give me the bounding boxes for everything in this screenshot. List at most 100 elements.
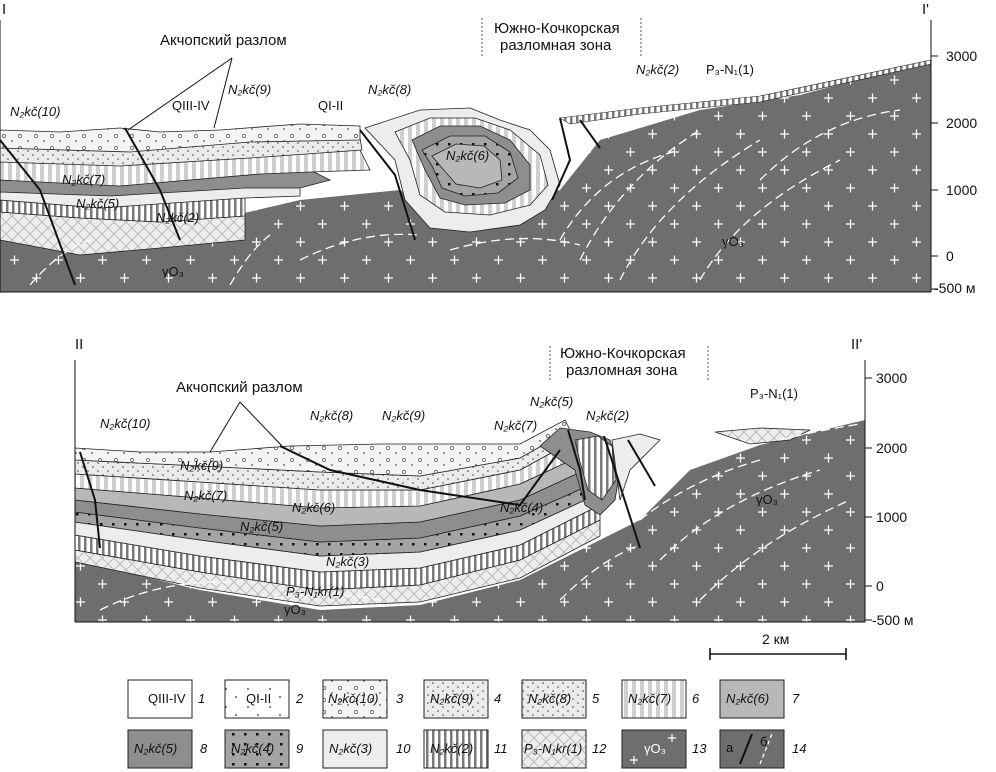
s1-label-kc2: N₂kč(2) [156,210,199,225]
svg-text:9: 9 [296,741,303,756]
granite-body-2 [75,420,865,622]
axis-1-ticks [931,55,938,290]
dashed-dikes [29,109,901,286]
s2-label-kc2: N₂kč(2) [586,408,629,423]
fault-pointers-2 [209,401,283,453]
s2-label-kc5-top: N₂kč(5) [530,394,573,409]
legend-item-11: N₂kč(2) 11 [423,729,508,769]
legend-item-4: N₂kč(9) 4 [423,679,501,719]
svg-text:N₂kč(7): N₂kč(7) [628,691,671,706]
svg-text:N₂kč(6): N₂kč(6) [726,691,769,706]
legend-item-12: P₃-N₁kr(1) 12 [521,729,607,769]
svg-text:QI-II: QI-II [246,691,271,706]
s2-tick-2000: 2000 [876,440,907,456]
section-1-right-corner: I' [922,1,929,18]
s2-tick-3000: 3000 [876,370,907,386]
section-2-zone-title-line1: Южно-Кочкорская [560,345,686,362]
svg-text:N₂kč(10): N₂kč(10) [328,691,378,706]
s2-label-kc3: N₂kč(3) [326,554,369,569]
s2-label-granite-left: γO₃ [284,602,306,617]
svg-text:а: а [726,740,734,755]
section-2-left-corner: II [75,336,83,353]
s2-tick-minus500: -500 м [872,612,914,628]
s1-tick-3000: 3000 [946,48,977,64]
s1-label-kc8: N₂kč(8) [368,82,411,97]
s2-tick-0: 0 [876,578,884,594]
scale-bar-label: 2 км [762,631,789,647]
legend-item-8: N₂kč(5) 8 [127,729,208,769]
legend: QIII-IV 1 QI-II 2 N₂kč(10) 3 N₂kč(9) 4 N… [127,679,806,769]
svg-text:8: 8 [200,741,208,756]
svg-text:γO₃: γO₃ [644,741,666,756]
s2-label-p3n1kr: P₃-N₁kr(1) [286,584,344,599]
s2-label-kc5: N₂kč(5) [240,519,283,534]
svg-text:1: 1 [198,691,205,706]
legend-item-5: N₂kč(8) 5 [521,679,600,719]
legend-item-13: γO₃ 13 [621,729,707,769]
s2-label-kc7: N₂kč(7) [494,418,537,433]
svg-text:QIII-IV: QIII-IV [148,691,186,706]
svg-text:7: 7 [792,691,800,706]
s2-label-kc9: N₂kč(9) [382,408,425,423]
section-1-zone-title-line1: Южно-Кочкорская [494,20,620,37]
section-1-left-corner: I [2,1,6,18]
s1-label-kc5: N₂kč(5) [76,196,119,211]
s2-label-kc10: N₂kč(10) [100,416,150,431]
section-2-right-corner: II' [851,336,862,353]
layer2-kc10 [74,419,571,477]
syncline-kc6 [431,143,503,189]
svg-text:6: 6 [692,691,700,706]
svg-text:N₂kč(2): N₂kč(2) [430,741,473,756]
faults-solid-2 [79,429,656,549]
s2-label-p3n1: P₃-N₁(1) [750,386,798,401]
s1-label-kc9: N₂kč(9) [228,82,271,97]
dashed-dikes-2 [99,423,861,611]
s1-label-granite-left: γO₃ [162,264,184,279]
fold2-light [611,433,661,501]
s2-label-kc7-left: N₂kč(7) [184,488,227,503]
legend-item-1: QIII-IV 1 [127,679,205,719]
s2-label-kc9-left: N₂kč(9) [180,458,223,473]
legend-item-3: N₂kč(10) 3 [322,679,404,719]
svg-text:12: 12 [592,741,607,756]
s1-label-granite-right: γO₃ [722,234,744,249]
svg-text:5: 5 [592,691,600,706]
legend-item-14: а б 14 [719,729,806,769]
s1-label-q1-2: QI-II [318,98,343,113]
section-1-zone-title-line2: разломная зона [500,37,612,54]
section-1: I I' Акчопский разлом Южно-Кочкорская ра… [0,0,977,296]
section-2-fault-title: Акчопский разлом [176,379,303,396]
s2-label-granite-right: γO₃ [756,492,778,507]
s1-label-kc10: N₂kč(10) [10,104,60,119]
s1-label-kc2-top: N₂kč(2) [636,62,679,77]
scale-bar: 2 км [709,631,847,660]
s1-label-q3-4: QIII-IV [172,98,210,113]
s1-label-kc7: N₂kč(7) [62,172,105,187]
fault-pointers [127,57,233,131]
s1-label-p3n1: P₃-N₁(1) [706,62,754,77]
s1-tick-2000: 2000 [946,115,977,131]
svg-text:N₂kč(5): N₂kč(5) [134,741,177,756]
legend-item-2: QI-II 2 [224,679,304,719]
s2-label-kc8: N₂kč(8) [310,408,353,423]
svg-text:N₂kč(4): N₂kč(4) [231,741,274,756]
svg-text:P₃-N₁kr(1): P₃-N₁kr(1) [524,741,582,756]
layer-kc10 [0,123,361,153]
axis-2-ticks [865,377,872,621]
s1-tick-1000: 1000 [946,182,977,198]
svg-text:3: 3 [396,691,404,706]
svg-text:N₂kč(9): N₂kč(9) [430,691,473,706]
fold2-kc2 [574,435,617,501]
svg-text:4: 4 [494,691,501,706]
s1-tick-minus500: -500 м [934,280,976,296]
svg-text:13: 13 [692,741,707,756]
legend-item-7: N₂kč(6) 7 [719,679,800,719]
s1-label-kc6: N₂kč(6) [446,148,489,163]
svg-text:10: 10 [396,741,411,756]
legend-item-6: N₂kč(7) 6 [621,679,700,719]
svg-text:N₂kč(3): N₂kč(3) [329,741,372,756]
faults-solid [0,117,601,286]
s1-tick-0: 0 [946,248,954,264]
legend-item-10: N₂kč(3) 10 [322,729,411,769]
